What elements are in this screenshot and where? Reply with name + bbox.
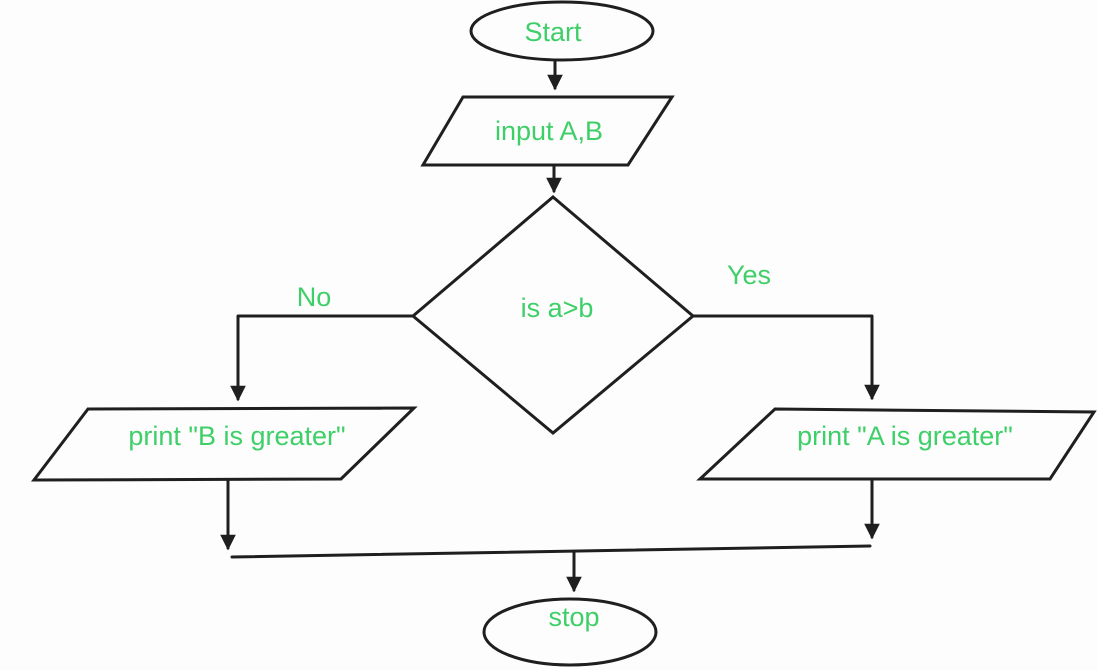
edge-merge-line bbox=[230, 544, 872, 559]
input-label: input A,B bbox=[495, 116, 603, 146]
stop-label: stop bbox=[548, 602, 599, 632]
input-node: input A,B bbox=[420, 95, 675, 167]
print-a-label: print "A is greater" bbox=[797, 421, 1013, 451]
input-parallelogram bbox=[420, 95, 675, 167]
start-label: Start bbox=[524, 17, 582, 47]
edges bbox=[220, 59, 880, 593]
yes-branch-label: Yes bbox=[727, 260, 771, 290]
print-a-parallelogram bbox=[696, 407, 1097, 481]
edge-decision-no-to-print-b bbox=[230, 314, 415, 402]
decision-node: is a>b bbox=[410, 195, 696, 435]
print-b-node: print "B is greater" bbox=[30, 406, 418, 482]
stop-node: stop bbox=[482, 597, 658, 667]
no-branch-label: No bbox=[297, 282, 332, 312]
print-a-node: print "A is greater" bbox=[696, 407, 1097, 481]
start-ellipse bbox=[469, 0, 655, 62]
edge-decision-yes-to-print-a bbox=[691, 314, 880, 401]
print-b-parallelogram bbox=[30, 406, 418, 482]
decision-diamond bbox=[410, 195, 696, 435]
stop-ellipse bbox=[482, 597, 658, 667]
print-b-label: print "B is greater" bbox=[128, 421, 345, 451]
decision-label: is a>b bbox=[521, 293, 594, 323]
start-node: Start bbox=[469, 0, 655, 62]
